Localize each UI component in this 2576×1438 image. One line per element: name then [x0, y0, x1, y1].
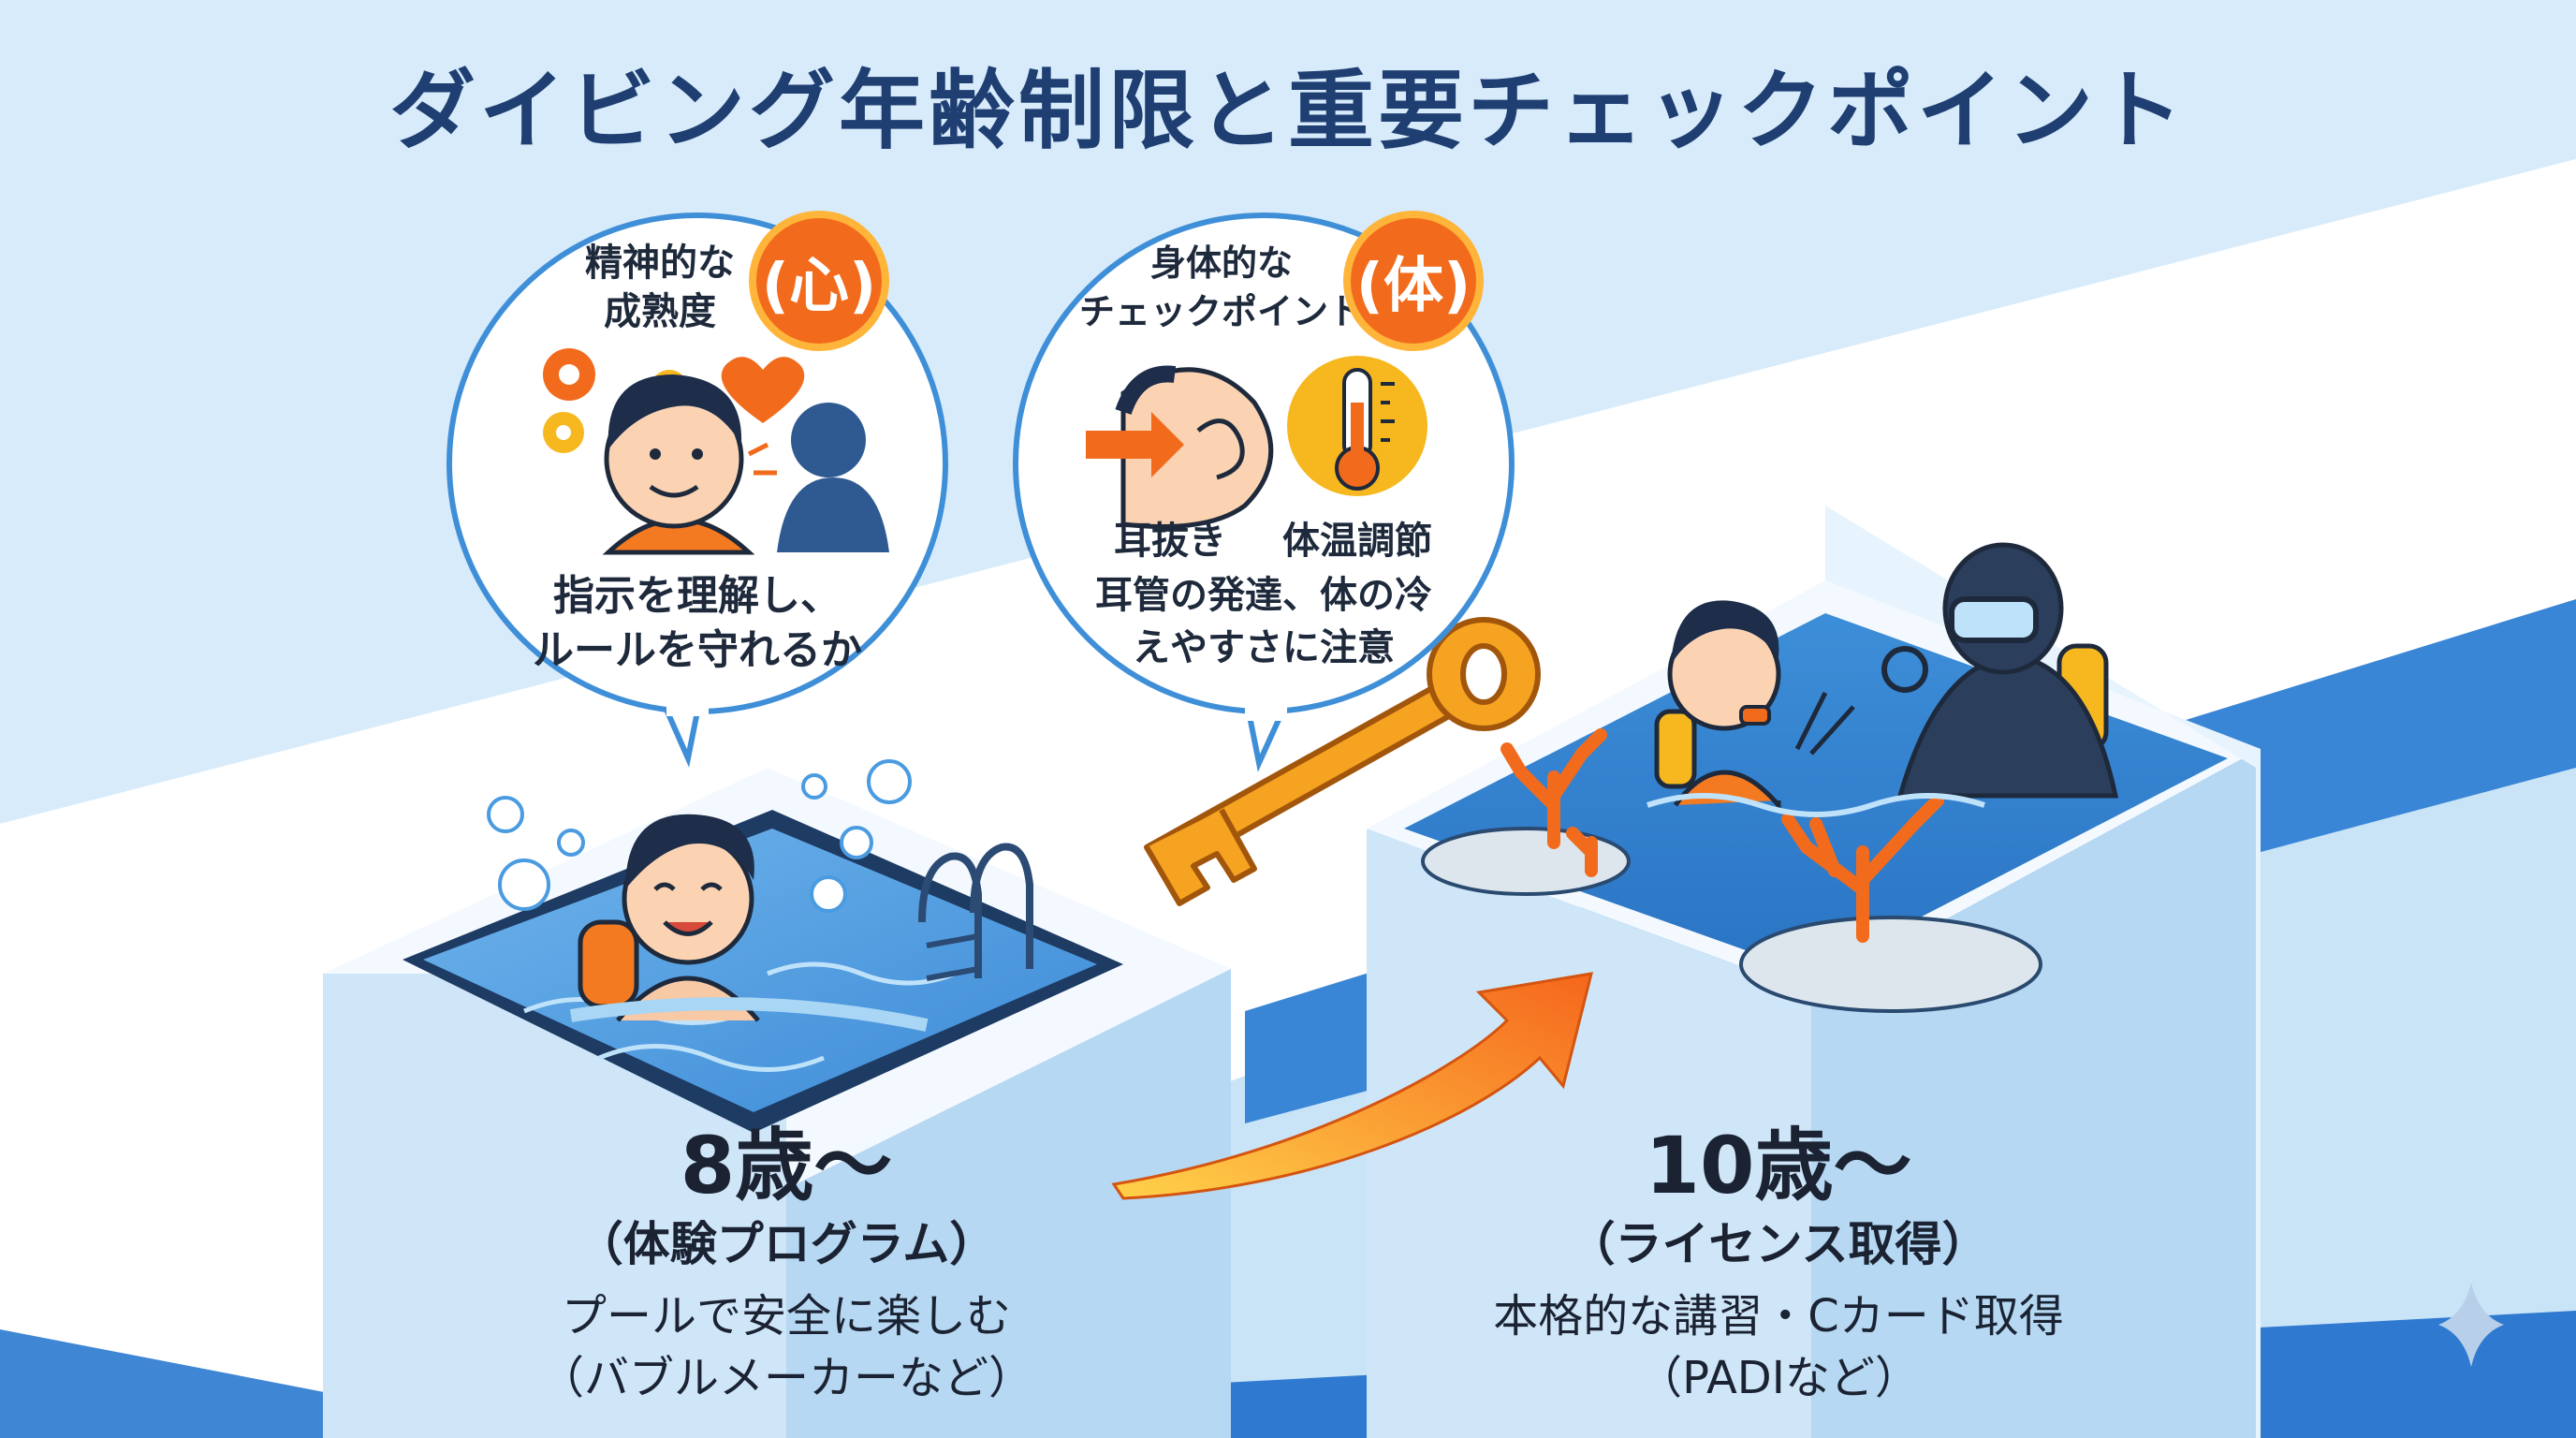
- child-face-icon: [602, 374, 755, 555]
- step-high-age: 10歳〜: [1645, 1120, 1912, 1211]
- body-heading-line1: 身体的な: [1149, 242, 1293, 284]
- body-caption-line1: 耳管の発達、体の冷: [1095, 574, 1432, 617]
- step-high-desc-line2: （PADIなど）: [1637, 1352, 1920, 1404]
- ear-icon: [1086, 365, 1274, 529]
- body-badge: (体): [1343, 211, 1484, 351]
- body-heading-line2: チェックポイント: [1078, 291, 1364, 332]
- step-high-text: 10歳〜 （ライセンス取得） 本格的な講習・Cカード取得 （PADIなど）: [1460, 1119, 2097, 1409]
- body-heading: 身体的な チェックポイント: [1076, 239, 1367, 336]
- key-icon: [1144, 617, 1541, 906]
- body-caption: 耳管の発達、体の冷 えやすさに注意: [1076, 569, 1451, 674]
- progress-arrow: [1111, 972, 1594, 1200]
- body-caption-line2: えやすさに注意: [1133, 626, 1395, 669]
- step-high-desc-line1: 本格的な講習・Cカード取得: [1493, 1290, 2064, 1343]
- mind-caption: 指示を理解し、 ルールを守れるか: [505, 569, 889, 678]
- child-swimmer-icon: [569, 814, 929, 1032]
- mind-caption-line2: ルールを守れるか: [533, 626, 862, 674]
- step-low-text: 8歳〜 （体験プログラム） プールで安全に楽しむ （バブルメーカーなど）: [524, 1119, 1048, 1409]
- step-low-desc-line1: プールで安全に楽しむ: [561, 1290, 1011, 1343]
- pool: [402, 759, 1123, 1133]
- instructor-silhouette-icon: [747, 403, 889, 552]
- sea: [1404, 542, 2228, 1013]
- mind-heading-line1: 精神的な: [585, 242, 735, 285]
- step-low-desc-line2: （バブルメーカーなど）: [538, 1352, 1033, 1404]
- mind-caption-line1: 指示を理解し、: [553, 572, 842, 620]
- mind-heading-line2: 成熟度: [604, 290, 716, 333]
- heart-icon: [721, 357, 805, 423]
- step-low-age: 8歳〜: [680, 1120, 893, 1211]
- sparkle-icon: [2438, 1283, 2504, 1367]
- page-title: ダイビング年齢制限と重要チェックポイント: [388, 61, 2187, 161]
- coral-icon: [1500, 728, 1944, 943]
- ear-label: 耳抜き: [1114, 520, 1226, 563]
- temperature-label: 体温調節: [1282, 520, 1432, 563]
- step-low-program: （体験プログラム）: [576, 1217, 997, 1271]
- thermometer-icon: [1287, 356, 1427, 496]
- mind-badge: (心): [749, 211, 889, 351]
- step-high-program: （ライセンス取得）: [1568, 1217, 1989, 1271]
- mind-heading: 精神的な 成熟度: [566, 239, 754, 336]
- instructor-diver-icon: [1881, 542, 2119, 799]
